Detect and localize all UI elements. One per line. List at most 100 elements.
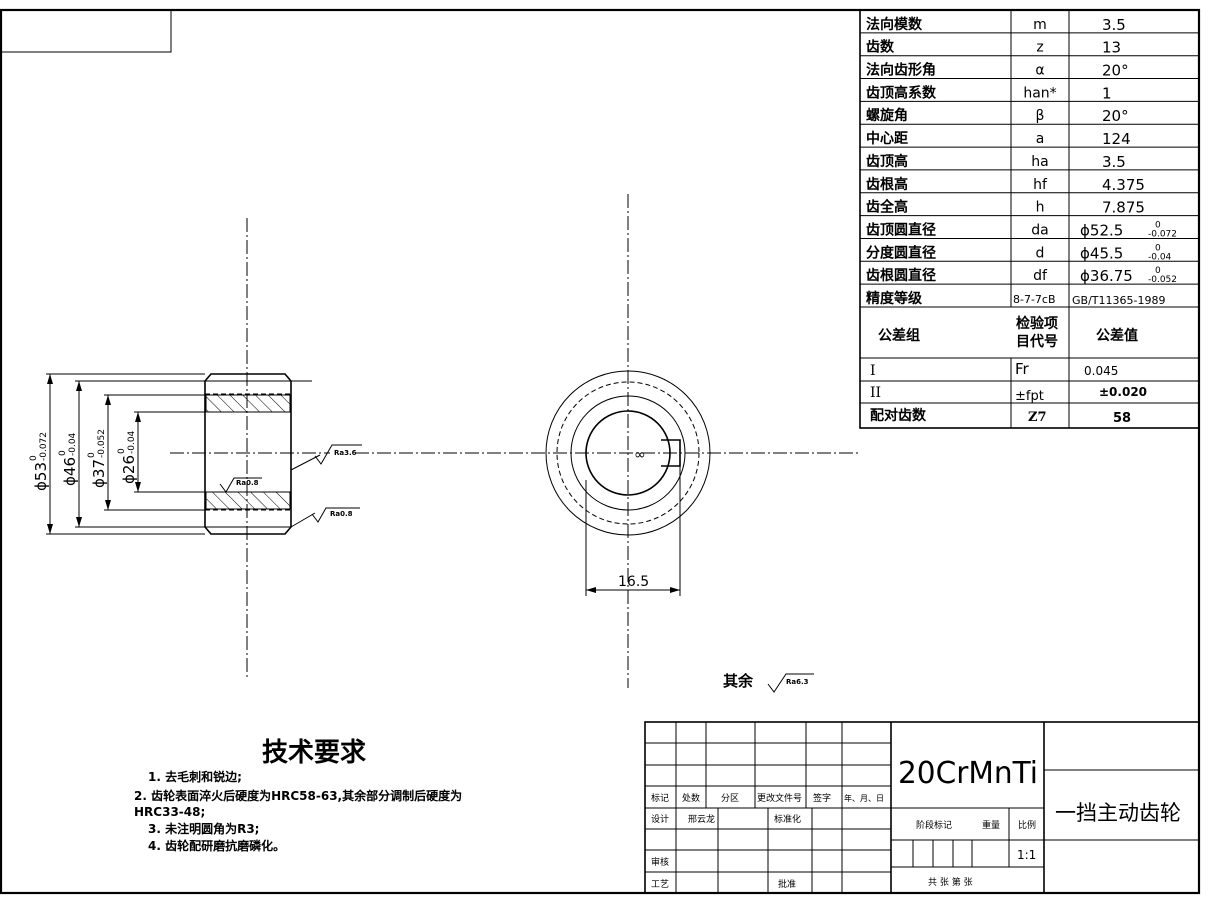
corner-box [0, 9, 172, 53]
tech-req-line-1: 1. 去毛刺和锐边; [148, 769, 242, 784]
param-label-10: 分度圆直径 [866, 244, 936, 261]
param-value-7: 4.375 [1102, 176, 1145, 194]
svg-text:Ra0.8: Ra0.8 [236, 479, 259, 487]
param-value-0: 3.5 [1102, 16, 1126, 34]
tech-req-line-2: 2. 齿轮表面淬火后硬度为HRC58-63,其余部分调制后硬度为 [134, 788, 462, 803]
param-symbol-2: α [1035, 63, 1044, 79]
dim-od-53-upper: 0 [29, 455, 39, 461]
dim-pitch-46-lower: -0.04 [68, 432, 78, 456]
param-label-8: 齿全高 [866, 199, 908, 216]
roughness-symbol-3: Ra0.8 [290, 507, 360, 528]
param-value-12: GB/T11365-1989 [1072, 294, 1165, 307]
dim-bore-26: ϕ26 [120, 455, 138, 484]
center-mark: ∞ [634, 447, 646, 463]
sheet-count-text: 共 张 第 张 [928, 876, 973, 888]
param-tol-lower-9: -0.072 [1148, 229, 1177, 239]
param-label-1: 齿数 [866, 39, 895, 56]
dim-pitch-46: ϕ46 [61, 457, 79, 486]
param-value-4: 20° [1102, 107, 1129, 125]
material-name: 20CrMnTi [898, 756, 1038, 791]
mating-teeth-value: 58 [1113, 411, 1131, 426]
tol-group-2: II [870, 385, 881, 401]
param-value-3: 1 [1102, 84, 1112, 102]
param-symbol-5: a [1036, 131, 1045, 147]
roughness-symbol-1: Ra3.6 [290, 444, 362, 471]
inspection-code-header-2: 目代号 [1016, 333, 1058, 350]
gear-body-outline [204, 373, 292, 535]
rev-header-zone: 分区 [721, 793, 739, 804]
tol-code-2: ±fpt [1015, 389, 1044, 404]
rev-header-date: 年、月、日 [844, 793, 884, 803]
design-label: 设计 [651, 813, 669, 825]
technical-requirements: 技术要求 1. 去毛刺和锐边; 2. 齿轮表面淬火后硬度为HRC58-63,其余… [134, 738, 462, 853]
param-value-5: 124 [1102, 130, 1131, 148]
approve-label: 批准 [778, 878, 796, 890]
tol-group-1: I [870, 363, 876, 379]
param-symbol-6: ha [1031, 154, 1048, 170]
front-view: ∞ 16.5 [355, 194, 860, 688]
svg-text:Ra0.8: Ra0.8 [330, 510, 353, 518]
tip-circle [545, 370, 711, 536]
keyway [661, 439, 681, 467]
tech-req-line-4: 3. 未注明圆角为R3; [148, 821, 259, 836]
tol-value-1: 0.045 [1084, 364, 1118, 378]
root-circle [570, 395, 686, 511]
param-value-6: 3.5 [1102, 153, 1126, 171]
dim-root-37: ϕ37 [90, 459, 108, 488]
param-value-10: ϕ45.5 [1080, 244, 1123, 262]
svg-text:Ra6.3: Ra6.3 [786, 678, 809, 686]
param-tol-upper-11: 0 [1155, 266, 1161, 276]
diameter-dimension-lines [47, 374, 141, 534]
svg-text:Ra3.6: Ra3.6 [334, 449, 357, 457]
param-symbol-7: hf [1033, 177, 1048, 193]
param-symbol-8: h [1036, 200, 1045, 216]
param-value-1: 13 [1102, 39, 1121, 57]
tech-req-title: 技术要求 [262, 738, 366, 768]
param-label-0: 法向模数 [866, 16, 923, 33]
process-label: 工艺 [651, 879, 669, 890]
tolerance-group-header: 公差组 [878, 327, 920, 344]
tech-req-line-5: 4. 齿轮配研磨抗磨磷化。 [148, 838, 285, 853]
param-symbol-12: 8-7-7cB [1013, 293, 1056, 306]
other-roughness-note: 其余 Ra6.3 [723, 672, 814, 693]
pitch-circle [556, 381, 700, 525]
param-symbol-0: m [1033, 17, 1047, 33]
rev-header-count: 处数 [682, 792, 700, 804]
mating-teeth-label: 配对齿数 [870, 407, 927, 424]
param-symbol-1: z [1036, 40, 1043, 56]
rev-header-sign: 签字 [813, 792, 831, 804]
keyway-width-dim: 16.5 [618, 574, 649, 590]
drawing-border [0, 8, 1201, 895]
tech-req-line-3: HRC33-48; [134, 805, 205, 819]
param-label-12: 精度等级 [866, 290, 923, 307]
tolerance-value-header: 公差值 [1096, 327, 1138, 344]
dim-od-53: ϕ53 [32, 462, 50, 491]
param-symbol-4: β [1036, 108, 1045, 124]
dim-pitch-46-upper: 0 [58, 450, 68, 456]
param-symbol-9: da [1031, 222, 1048, 238]
roughness-symbol-2: Ra0.8 [219, 477, 262, 493]
param-tol-lower-10: -0.04 [1148, 252, 1172, 262]
title-block: 20CrMnTi 一挡主动齿轮 标记 处数 分区 更改文件号 签字 年、月、日 … [644, 721, 1200, 894]
bore-circle [585, 410, 671, 496]
param-symbol-11: df [1033, 268, 1048, 284]
param-tol-upper-10: 0 [1155, 243, 1161, 253]
standard-label: 标准化 [774, 813, 801, 825]
param-label-5: 中心距 [866, 130, 908, 147]
scale-value: 1:1 [1017, 848, 1036, 862]
weight-label: 重量 [982, 819, 1000, 831]
param-tol-upper-9: 0 [1155, 220, 1161, 230]
part-name: 一挡主动齿轮 [1055, 801, 1181, 825]
param-tol-lower-11: -0.052 [1148, 275, 1177, 285]
param-symbol-3: han* [1023, 85, 1056, 101]
param-label-6: 齿顶高 [866, 153, 908, 170]
dim-bore-26-lower: -0.04 [127, 430, 137, 454]
rev-header-mark: 标记 [651, 792, 669, 804]
param-label-7: 齿根高 [866, 176, 908, 193]
param-value-11: ϕ36.75 [1080, 267, 1133, 285]
scale-label: 比例 [1018, 819, 1036, 831]
lower-tooth-hatch [205, 491, 291, 510]
param-label-4: 螺旋角 [866, 107, 908, 124]
designer-name: 邢云龙 [688, 813, 715, 825]
